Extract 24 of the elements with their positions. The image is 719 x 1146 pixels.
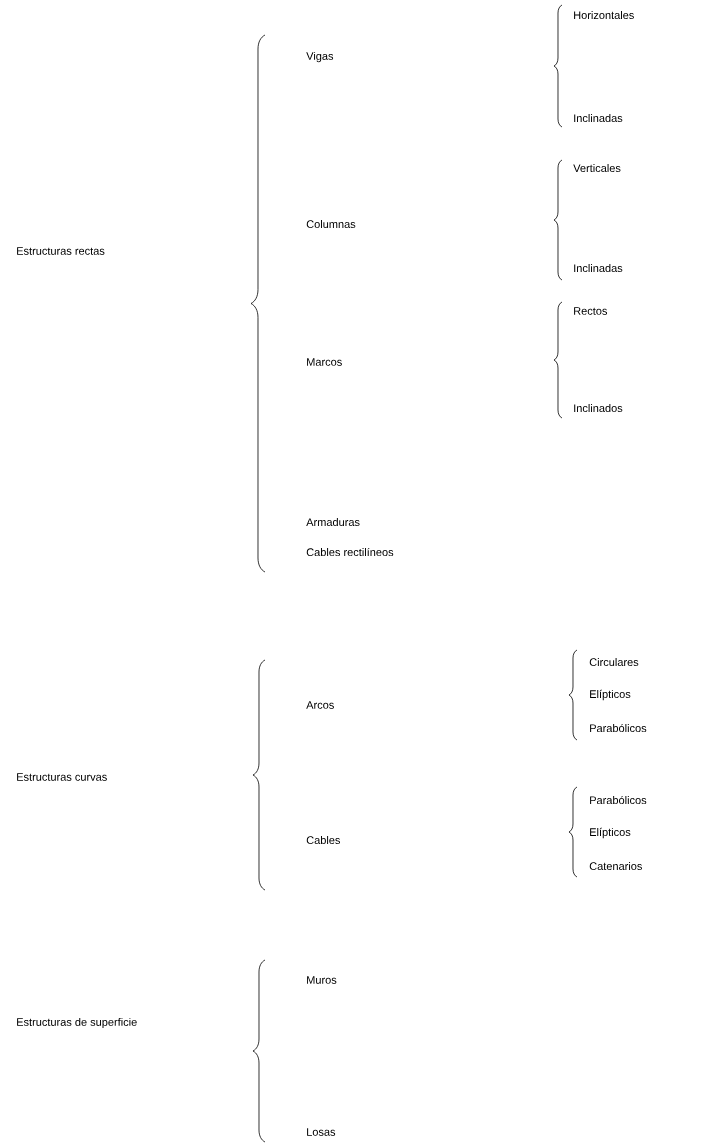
node-label: Cables: [306, 835, 341, 845]
node-label: Armaduras: [306, 517, 360, 527]
node-label: Columnas: [306, 219, 356, 229]
node-label: Muros: [307, 976, 337, 984]
node-label: Elípticos: [590, 827, 631, 839]
node-label: Vigas: [306, 51, 334, 63]
node-label: Horizontales: [574, 10, 634, 20]
node-label: Catenarios: [589, 861, 642, 871]
node-label: Estructuras de superficie: [17, 1017, 137, 1029]
node-label: Verticales: [573, 163, 621, 173]
node-label: Estructuras rectas: [17, 247, 105, 255]
node-label: Inclinadas: [574, 113, 623, 123]
node-label: Parabólicos: [590, 795, 647, 805]
node-label: Inclinadas: [574, 263, 623, 273]
node-label: Elípticos: [590, 689, 631, 701]
node-label: Cables rectilíneos: [306, 547, 394, 557]
node-label: Losas: [307, 1128, 336, 1136]
node-label: Marcos: [307, 358, 342, 366]
node-label: Arcos: [306, 701, 334, 709]
node-label: Rectos: [574, 307, 608, 315]
node-label: Inclinados: [574, 403, 623, 413]
node-label: Parabólicos: [590, 723, 647, 733]
node-label: Circulares: [589, 657, 639, 667]
node-label: Estructuras curvas: [17, 773, 107, 781]
